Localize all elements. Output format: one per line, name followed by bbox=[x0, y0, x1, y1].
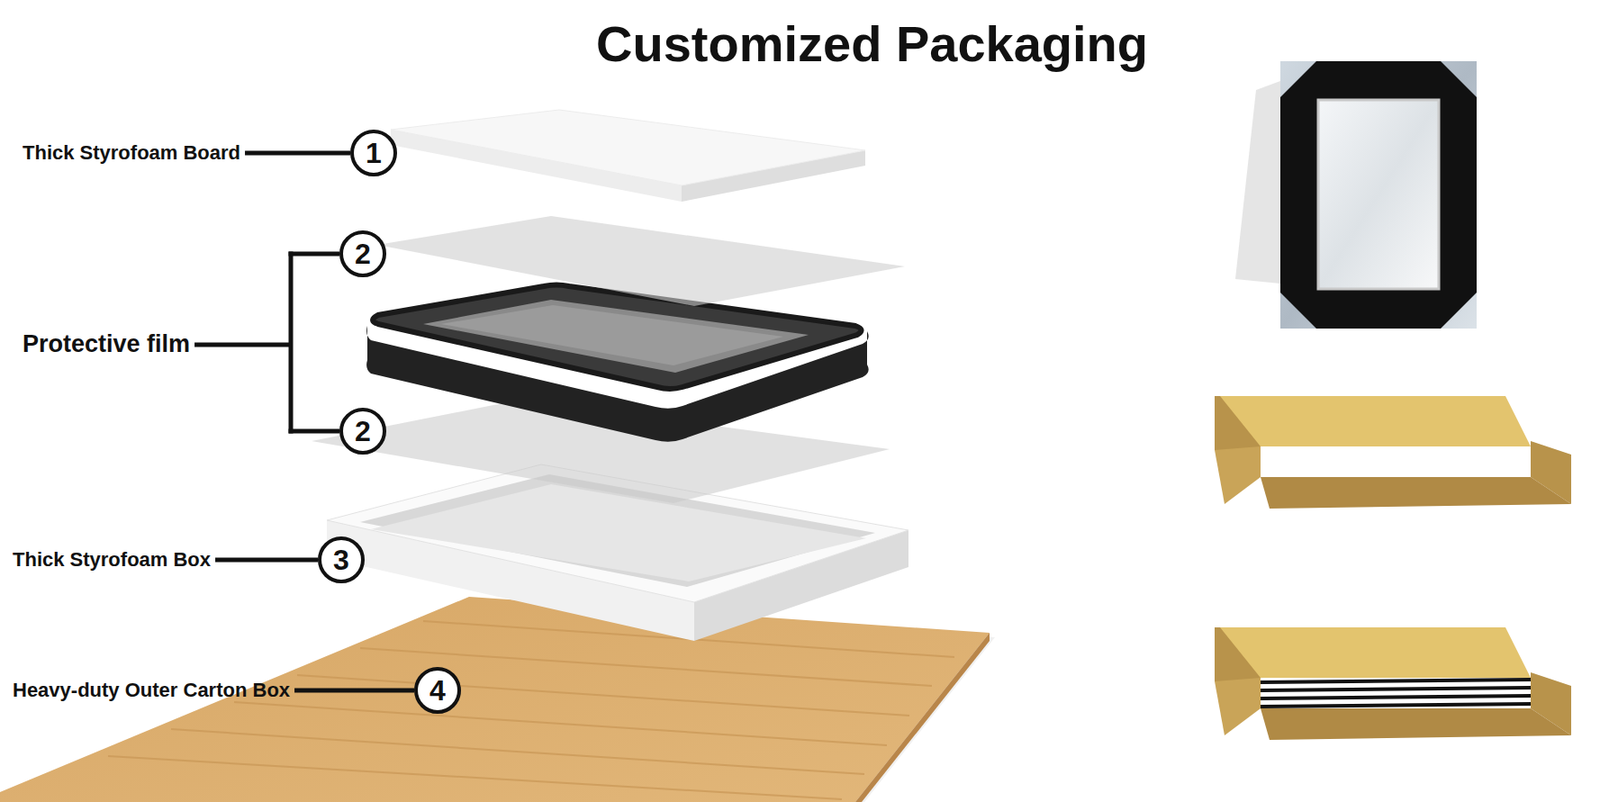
part-label: Thick Styrofoam Board bbox=[22, 142, 241, 164]
callout-number: 4 bbox=[429, 676, 446, 706]
open-carton bbox=[1214, 627, 1572, 741]
open-carton-part bbox=[1214, 446, 1261, 505]
carton-sheet-part bbox=[108, 621, 955, 800]
styrofoam-box-part bbox=[370, 484, 867, 582]
part-label: Heavy-duty Outer Carton Box bbox=[12, 679, 290, 702]
callout-circle: 4 bbox=[414, 667, 462, 715]
open-carton-part bbox=[1260, 677, 1531, 709]
open-carton-part bbox=[1260, 477, 1572, 509]
part-label: Thick Styrofoam Box bbox=[12, 549, 211, 571]
callout-circle: 3 bbox=[317, 536, 365, 584]
callout-number: 2 bbox=[354, 416, 371, 446]
carton-sheet-part-part bbox=[108, 756, 842, 800]
title: Customized Packaging bbox=[596, 14, 1149, 73]
mirror-tray bbox=[366, 285, 869, 443]
carton-sheet-part bbox=[0, 596, 990, 802]
styrofoam-board-part bbox=[390, 109, 866, 186]
open-carton-part bbox=[1220, 627, 1531, 678]
wrapped-mirror bbox=[1235, 61, 1477, 329]
open-carton-part-part bbox=[1260, 704, 1531, 707]
wrapped-mirror-part bbox=[1318, 99, 1439, 290]
carton-sheet-part-part bbox=[171, 729, 865, 775]
wrapped-mirror-part bbox=[1235, 81, 1281, 284]
callout-circle: 2 bbox=[339, 230, 387, 278]
open-carton-part bbox=[1220, 396, 1531, 447]
mirror-tray-part bbox=[423, 299, 809, 373]
leader-line bbox=[289, 252, 294, 434]
carton-sheet-part-part bbox=[297, 675, 910, 716]
callout-circle: 1 bbox=[350, 129, 398, 177]
callout-number: 2 bbox=[354, 239, 371, 269]
mirror-tray-part bbox=[372, 285, 862, 390]
open-carton-part-part bbox=[1260, 687, 1531, 691]
callout-circle: 2 bbox=[339, 407, 387, 455]
leader-line bbox=[244, 151, 351, 156]
open-carton-part-part bbox=[1260, 696, 1531, 699]
leader-line bbox=[289, 252, 341, 257]
leader-line bbox=[294, 688, 415, 694]
open-carton-part bbox=[1260, 679, 1531, 707]
styrofoam-board bbox=[390, 109, 866, 202]
callout-number: 3 bbox=[333, 545, 350, 575]
protective-film bbox=[377, 216, 905, 307]
open-carton-part-part bbox=[1260, 679, 1531, 683]
open-carton bbox=[1214, 396, 1572, 509]
part-label: Protective film bbox=[22, 331, 190, 359]
carton-sheet-part bbox=[855, 632, 990, 802]
leader-line bbox=[215, 558, 318, 563]
wrapped-mirror-part bbox=[1280, 61, 1477, 329]
leader-line bbox=[194, 343, 291, 348]
carton-sheet bbox=[0, 596, 995, 802]
wrapped-mirror-part bbox=[1280, 61, 1477, 329]
open-carton-part bbox=[1260, 708, 1572, 741]
open-carton-part bbox=[1260, 446, 1531, 478]
mirror-tray-part bbox=[441, 305, 784, 366]
leader-line bbox=[289, 429, 341, 434]
open-carton-part bbox=[1214, 677, 1261, 736]
callout-number: 1 bbox=[365, 138, 382, 168]
